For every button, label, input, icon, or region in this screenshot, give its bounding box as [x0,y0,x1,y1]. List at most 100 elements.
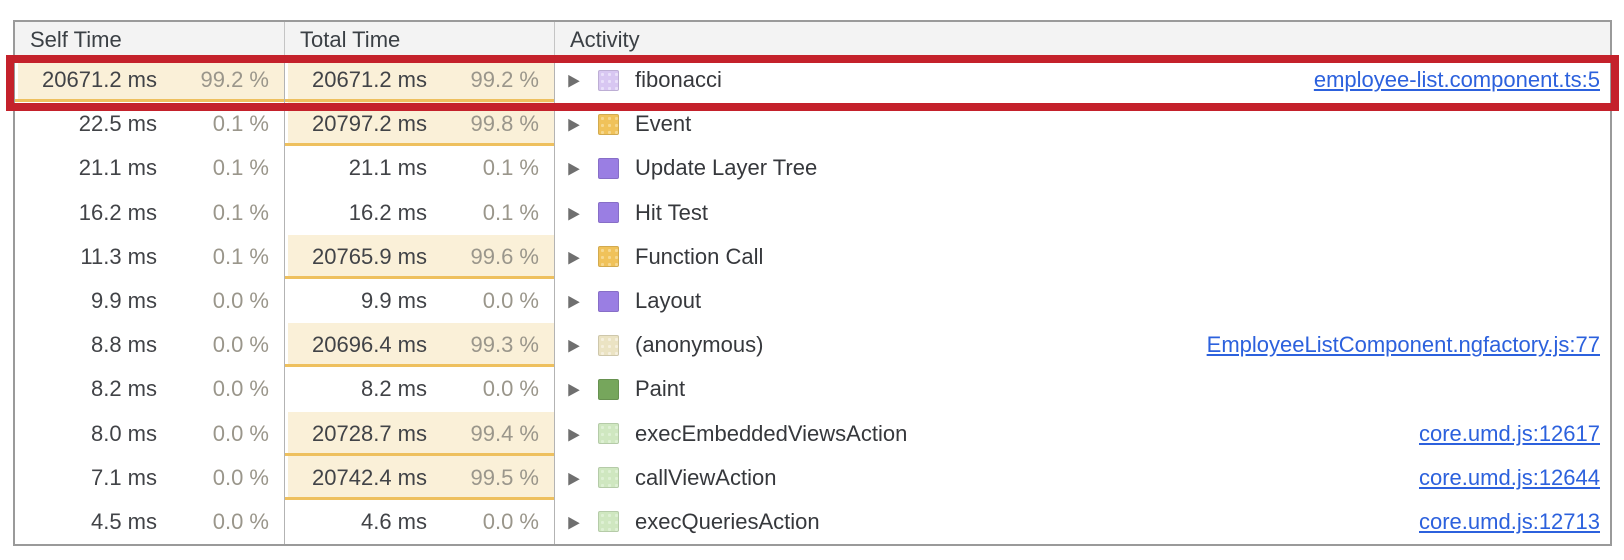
activity-cell: ▶Function Call [555,235,1610,279]
self-time-percent: 0.0 % [212,376,269,402]
expand-arrow-icon[interactable]: ▶ [568,468,580,488]
total-time-cell: 20696.4 ms 99.3 % [285,323,555,368]
expand-arrow-icon[interactable]: ▶ [568,292,580,311]
category-swatch-light-green [598,467,619,489]
total-time-percent: 99.8 % [470,111,540,137]
expand-arrow-icon[interactable]: ▶ [568,513,580,532]
total-time-cell: 16.2 ms 0.1 % [285,190,555,235]
table-row[interactable]: 8.8 ms 0.0 % 20696.4 ms 99.3 % ▶ (anonymous) E… [15,323,1610,368]
column-header-total-time[interactable]: Total Time [285,22,555,57]
activity-label: Hit Test [635,199,708,225]
self-time-percent: 0.1 % [212,243,269,269]
category-swatch-orange [598,113,619,135]
expand-arrow-icon[interactable]: ▶ [568,424,580,444]
self-time-cell: 9.9 ms 0.0 % [15,278,285,324]
total-time-percent: 0.1 % [482,199,539,225]
column-header-self-time[interactable]: Self Time [15,22,285,57]
total-time-value: 16.2 ms [348,199,427,225]
total-time-value: 8.2 ms [360,376,427,402]
total-time-percent: 0.0 % [482,376,539,402]
total-time-percent: 99.2 % [470,67,540,93]
self-time-percent: 0.0 % [212,508,269,534]
activity-cell: ▶ Update Layer Tree [555,146,1610,190]
self-time-value: 4.5 ms [90,508,157,534]
self-time-percent: 0.1 % [212,111,269,137]
total-time-value: 20696.4 ms [312,332,427,358]
category-swatch-purple [598,202,619,224]
category-swatch-orange [598,246,619,268]
total-time-percent: 0.1 % [482,155,539,181]
expand-arrow-icon[interactable]: ▶ [568,115,580,135]
source-link[interactable]: employee-list.component.ts:5 [1313,67,1600,93]
self-time-value: 8.0 ms [90,420,157,446]
source-link[interactable]: EmployeeListComponent.ngfactory.js:77 [1206,332,1600,358]
activity-cell: ▶ Hit Test [555,191,1610,235]
total-time-value: 9.9 ms [360,288,427,314]
category-swatch-beige [598,334,619,356]
activity-cell: ▶ fibonacci employee-list.component.ts:5 [555,58,1610,102]
expand-arrow-icon[interactable]: ▶ [568,336,580,356]
total-time-percent: 99.3 % [470,332,540,358]
activity-label: Update Layer Tree [635,155,818,181]
activity-label: callViewAction [635,464,777,490]
self-time-value: 20671.2 ms [42,67,157,93]
category-swatch-light-green [598,423,619,445]
expand-arrow-icon[interactable]: ▶ [568,203,580,223]
self-time-value: 7.1 ms [90,464,157,490]
category-swatch-light-purple [598,69,619,91]
self-time-value: 9.9 ms [90,288,157,314]
self-time-percent: 0.0 % [212,332,269,358]
self-time-cell: 20671.2 ms 99.2 % [15,58,285,103]
self-time-value: 16.2 ms [78,199,157,225]
total-time-value: 21.1 ms [348,155,427,181]
activity-label: execEmbeddedViewsAction [635,420,908,446]
expand-arrow-icon[interactable]: ▶ [568,380,580,400]
category-swatch-green [598,378,619,400]
expand-arrow-icon[interactable]: ▶ [568,248,580,267]
activity-cell: ▶Event [555,102,1610,146]
self-time-percent: 0.0 % [212,288,269,314]
total-time-value: 20671.2 ms [312,67,427,93]
activity-label: fibonacci [635,67,722,93]
table-body: 20671.2 ms 99.2 % 20671.2 ms 99.2 % ▶ fibonac… [15,58,1610,545]
total-time-cell: 20671.2 ms 99.2 % [285,58,555,103]
expand-arrow-icon[interactable]: ▶ [568,159,580,179]
source-link[interactable]: core.umd.js:12713 [1419,508,1600,534]
total-time-cell: 8.2 ms 0.0 % [285,367,555,412]
self-time-value: 8.8 ms [90,332,157,358]
total-time-percent: 99.4 % [470,420,540,446]
table-row[interactable]: 20671.2 ms 99.2 % 20671.2 ms 99.2 % ▶ fibonac… [15,58,1610,103]
source-link[interactable]: core.umd.js:12644 [1419,464,1600,490]
expand-arrow-icon[interactable]: ▶ [568,71,580,90]
category-swatch-light-green [598,511,619,533]
table-header-row: Self Time Total Time Activity [15,22,1610,58]
self-time-percent: 0.1 % [212,155,269,181]
category-swatch-purple [598,157,619,179]
column-header-activity[interactable]: Activity [570,26,640,52]
total-time-percent: 99.6 % [470,243,540,269]
activity-label: (anonymous) [635,332,764,358]
source-link[interactable]: core.umd.js:12617 [1419,420,1600,446]
total-time-percent: 99.5 % [470,464,540,490]
self-time-percent: 99.2 % [200,67,270,93]
self-time-cell: 8.8 ms 0.0 % [15,323,285,368]
